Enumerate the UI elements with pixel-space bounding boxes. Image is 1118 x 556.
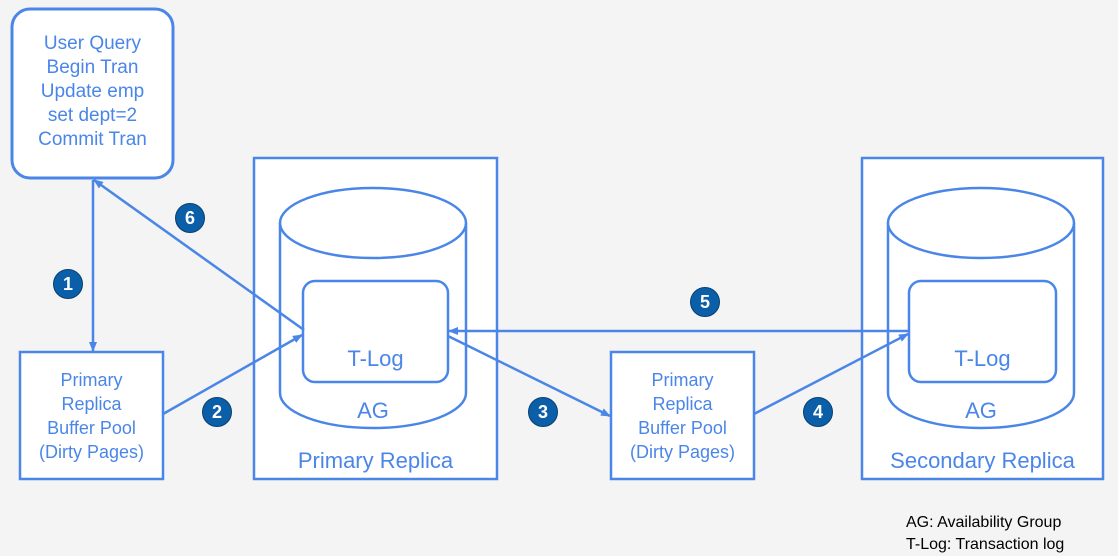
buffer-pool-line: Primary [651, 369, 714, 390]
legend-tlog: T-Log: Transaction log [906, 536, 1065, 553]
middle-buffer-pool-box [609, 350, 756, 481]
primary-buffer-pool-text: Primary Replica Buffer Pool (Dirty Pages… [20, 352, 163, 479]
buffer-pool-line: (Dirty Pages) [629, 441, 736, 462]
step-badge-4: 4 [803, 397, 833, 427]
primary-replica-title: Primary Replica [297, 448, 454, 473]
buffer-pool-line: Replica [652, 393, 713, 414]
user-query-line: Commit Tran [38, 129, 147, 150]
primary-ag-label: AG [357, 398, 389, 423]
user-query-line: User Query [43, 33, 142, 54]
middle-buffer-pool-text: Primary Replica Buffer Pool (Dirty Pages… [611, 352, 754, 479]
secondary-ag-label: AG [965, 398, 997, 423]
secondary-tlog-label: T-Log [954, 346, 1011, 371]
legend-ag: AG: Availability Group [906, 514, 1062, 531]
user-query-line: set dept=2 [47, 105, 138, 126]
arrow-step-4 [753, 332, 909, 416]
user-query-text: User Query Begin Tran Update emp set dep… [12, 22, 173, 162]
step-badge-1: 1 [53, 269, 83, 299]
step-badge-6: 6 [175, 203, 205, 233]
buffer-pool-line: Buffer Pool [638, 417, 727, 438]
legend: AG: Availability Group T-Log: Transactio… [906, 512, 1064, 556]
buffer-pool-line: (Dirty Pages) [38, 441, 145, 462]
step-badge-3: 3 [528, 397, 558, 427]
user-query-line: Begin Tran [46, 57, 139, 78]
user-query-box [10, 7, 175, 180]
arrow-step-3 [447, 334, 611, 418]
step-badge-2: 2 [202, 397, 232, 427]
buffer-pool-line: Primary [60, 369, 123, 390]
buffer-pool-line: Replica [61, 393, 122, 414]
arrow-step-6 [93, 178, 305, 332]
primary-buffer-pool-box [18, 350, 165, 481]
user-query-line: Update emp [40, 81, 145, 102]
secondary-replica-title: Secondary Replica [890, 448, 1075, 473]
primary-tlog-label: T-Log [347, 346, 404, 371]
step-badge-5: 5 [690, 287, 720, 317]
arrow-step-2 [162, 333, 303, 416]
buffer-pool-line: Buffer Pool [47, 417, 136, 438]
